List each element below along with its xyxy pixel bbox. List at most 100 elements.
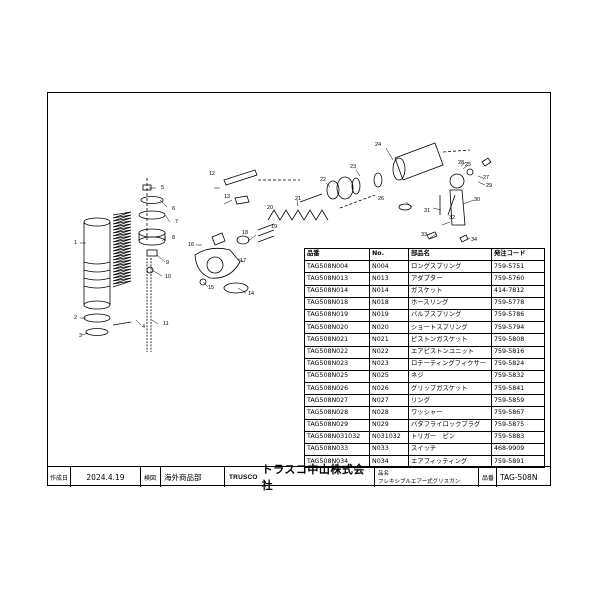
product-name-cell: 品名 フレキシブルエアー式グリスガン <box>375 467 479 487</box>
callout-34: 34 <box>471 237 478 243</box>
cell-order-code: 759-5794 <box>491 321 545 335</box>
product-no: TAG-508N <box>500 472 538 482</box>
product-name-label: 品名 <box>378 471 390 477</box>
callout-3: 3 <box>79 333 83 339</box>
cell-order-code: 759-5824 <box>491 357 545 371</box>
cell-part-name: ワッシャー <box>408 406 492 420</box>
cell-part-name: スイッチ <box>408 442 492 457</box>
company-cell: TRUSCO トラスコ中山株式会社 <box>225 464 375 492</box>
created-label-cell: 作成日 <box>47 467 71 487</box>
plunger-rod <box>146 258 152 352</box>
cell-order-code: 759-5760 <box>491 272 545 286</box>
callout-25: 25 <box>465 162 472 168</box>
callout-15: 15 <box>208 285 215 291</box>
cell-part-name: グリップガスケット <box>408 382 492 396</box>
created-date: 2024.4.19 <box>86 472 125 482</box>
callout-17: 17 <box>240 258 247 264</box>
header-order-code: 発注コード <box>491 247 545 262</box>
long-spring <box>112 211 132 326</box>
cell-part-number: TAG508N023 <box>304 357 370 371</box>
callout-8: 8 <box>172 235 176 241</box>
callout-28: 28 <box>458 160 465 166</box>
cell-no: N014 <box>369 284 409 298</box>
cell-part-name: ガスケット <box>408 284 492 298</box>
cell-no: N027 <box>369 394 409 408</box>
product-no-label: 品番 <box>482 474 495 482</box>
piston-parts <box>267 176 361 221</box>
cell-order-code: 468-9909 <box>491 442 545 457</box>
grip-trigger <box>426 157 492 243</box>
callout-23: 23 <box>350 164 357 170</box>
callout-33: 33 <box>421 232 428 238</box>
parts-table-header: 品番 No. 部品名 発注コード <box>304 247 545 262</box>
product-no-label-cell: 品番 <box>479 467 497 487</box>
callout-29: 29 <box>486 183 493 189</box>
cell-part-name: ロングスプリング <box>408 260 492 274</box>
callout-6: 6 <box>172 206 176 212</box>
cell-part-number: TAG508N013 <box>304 272 370 286</box>
cell-order-code: 759-5808 <box>491 333 545 347</box>
drawing-sheet <box>47 92 551 486</box>
callout-22: 22 <box>320 177 327 183</box>
cell-part-name: リング <box>408 394 492 408</box>
barrel-tube <box>83 217 111 310</box>
company-name: トラスコ中山株式会社 <box>261 464 365 492</box>
cell-order-code: 759-5883 <box>491 430 545 445</box>
callout-24: 24 <box>375 142 382 148</box>
callout-10: 10 <box>165 274 172 280</box>
cell-part-number: TAG508N020 <box>304 321 370 335</box>
callout-21: 21 <box>295 196 302 202</box>
cell-no: N020 <box>369 321 409 335</box>
product-no-cell: TAG-508N <box>497 467 551 487</box>
callout-26: 26 <box>378 196 385 202</box>
cell-part-name: ロテーティングフィクサー <box>408 357 492 371</box>
callout-19: 19 <box>271 224 278 230</box>
cell-part-name: バタフライロックプラグ <box>408 418 492 432</box>
cell-part-name: トリガー ピン <box>408 430 492 445</box>
title-block: 作成日 2024.4.19 検図 海外商品部 TRUSCO トラスコ中山株式会社… <box>47 464 551 492</box>
callout-31: 31 <box>424 208 431 214</box>
cell-no: N013 <box>369 272 409 286</box>
cell-no: N033 <box>369 442 409 457</box>
cell-order-code: 759-5778 <box>491 296 545 310</box>
dept: 海外商品部 <box>164 472 202 482</box>
cell-part-name: バルブスプリング <box>408 308 492 323</box>
cell-part-number: TAG508N014 <box>304 284 370 298</box>
callout-2: 2 <box>74 315 78 321</box>
cell-order-code: 759-5832 <box>491 369 545 384</box>
cell-part-name: エアピストンユニット <box>408 345 492 359</box>
callout-1: 1 <box>74 240 78 246</box>
callout-12: 12 <box>209 171 216 177</box>
cell-no: N029 <box>369 418 409 432</box>
cell-no: N026 <box>369 382 409 396</box>
cell-part-number: TAG508N028 <box>304 406 370 420</box>
cell-part-name: ピストンガスケット <box>408 333 492 347</box>
callout-5: 5 <box>161 185 165 191</box>
cell-order-code: 759-5786 <box>491 308 545 323</box>
brand-logo: TRUSCO <box>229 473 258 481</box>
cell-order-code: 414-7812 <box>491 284 545 298</box>
cell-part-number: TAG508N031032 <box>304 430 370 445</box>
cell-no: N028 <box>369 406 409 420</box>
callout-7: 7 <box>175 219 179 225</box>
created-label: 作成日 <box>50 474 69 482</box>
cell-part-number: TAG508N019 <box>304 308 370 323</box>
head-assembly <box>194 223 275 294</box>
cell-no: N022 <box>369 345 409 359</box>
cell-part-name: ネジ <box>408 369 492 384</box>
